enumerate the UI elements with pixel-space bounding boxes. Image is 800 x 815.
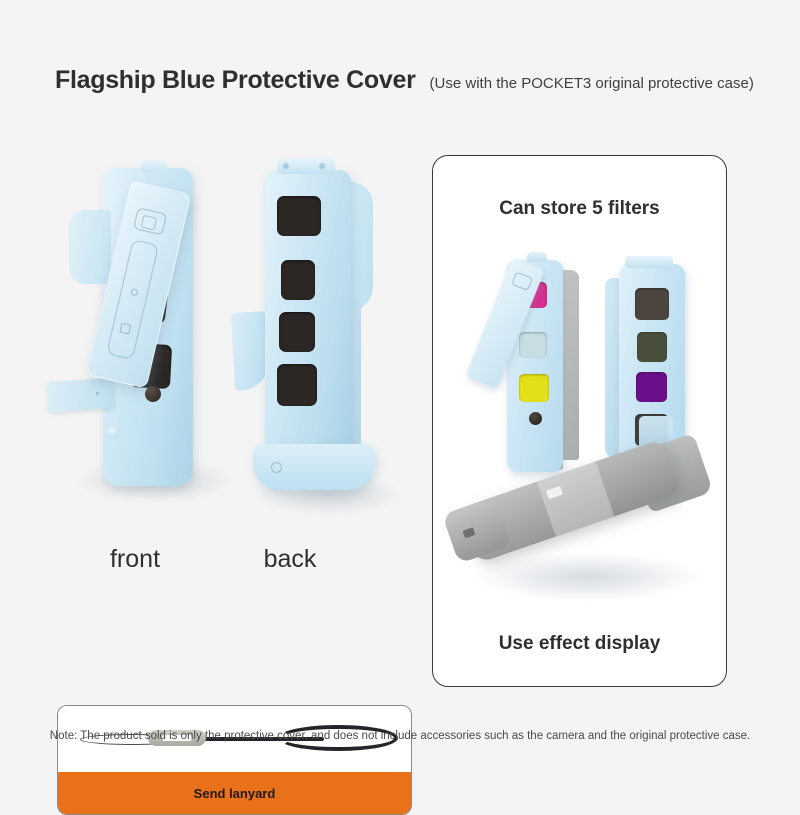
lanyard-wrist-loop — [278, 725, 398, 751]
case-with-color-filters — [465, 244, 587, 514]
back-label: back — [263, 545, 317, 573]
case-bottom-tray — [253, 444, 375, 490]
camera-body — [442, 376, 723, 606]
panel-scene — [433, 226, 726, 626]
front-label: front — [109, 545, 161, 573]
page-title: Flagship Blue Protective Cover — [55, 66, 416, 94]
filter-slot — [281, 260, 315, 300]
header: Flagship Blue Protective Cover (Use with… — [55, 66, 754, 95]
case-hinge — [277, 158, 335, 174]
filters-panel: Can store 5 filters — [432, 155, 727, 687]
footer-note: Note: The product sold is only the prote… — [49, 730, 751, 742]
view-labels: front back — [60, 545, 400, 574]
left-column: front back Send lanyard — [0, 130, 420, 815]
product-photo-stage — [35, 140, 420, 530]
camera-etch-icon — [133, 207, 168, 236]
body-etch-icon — [106, 238, 160, 360]
product-front-view — [45, 158, 245, 508]
page-subtitle: (Use with the POCKET3 original protectiv… — [429, 75, 754, 92]
lens-opening — [145, 386, 161, 402]
case-top-nub — [141, 160, 167, 172]
panel-bottom-heading: Use effect display — [498, 633, 661, 654]
lanyard-photo — [58, 706, 411, 774]
lanyard-thin-loop — [80, 734, 185, 745]
case-hinge — [625, 256, 673, 268]
lanyard-banner-label: Send lanyard — [193, 785, 276, 801]
clear-filter — [519, 332, 547, 358]
nd-filter-3 — [636, 372, 667, 402]
lanyard-banner: Send lanyard — [58, 772, 411, 814]
lanyard-slider-clip — [148, 730, 206, 746]
case-with-nd-filters — [603, 254, 713, 534]
lanyard-cord — [80, 725, 398, 751]
filter-slot — [277, 196, 321, 236]
side-tab — [46, 377, 114, 413]
filter-slot — [279, 312, 315, 352]
case-top-nub — [527, 252, 547, 262]
drop-shadow — [473, 552, 703, 602]
case-wing — [69, 210, 111, 284]
filter-slot — [277, 364, 317, 406]
side-knob — [107, 426, 120, 439]
nd-filter-2 — [637, 332, 667, 362]
panel-top-heading: Can store 5 filters — [499, 198, 660, 219]
product-back-view — [230, 152, 425, 516]
lanyard-card: Send lanyard — [57, 705, 412, 815]
lanyard-strand — [164, 737, 324, 741]
yellow-filter — [519, 374, 549, 402]
nd-filter-1 — [635, 288, 669, 320]
lens-opening — [529, 412, 542, 425]
